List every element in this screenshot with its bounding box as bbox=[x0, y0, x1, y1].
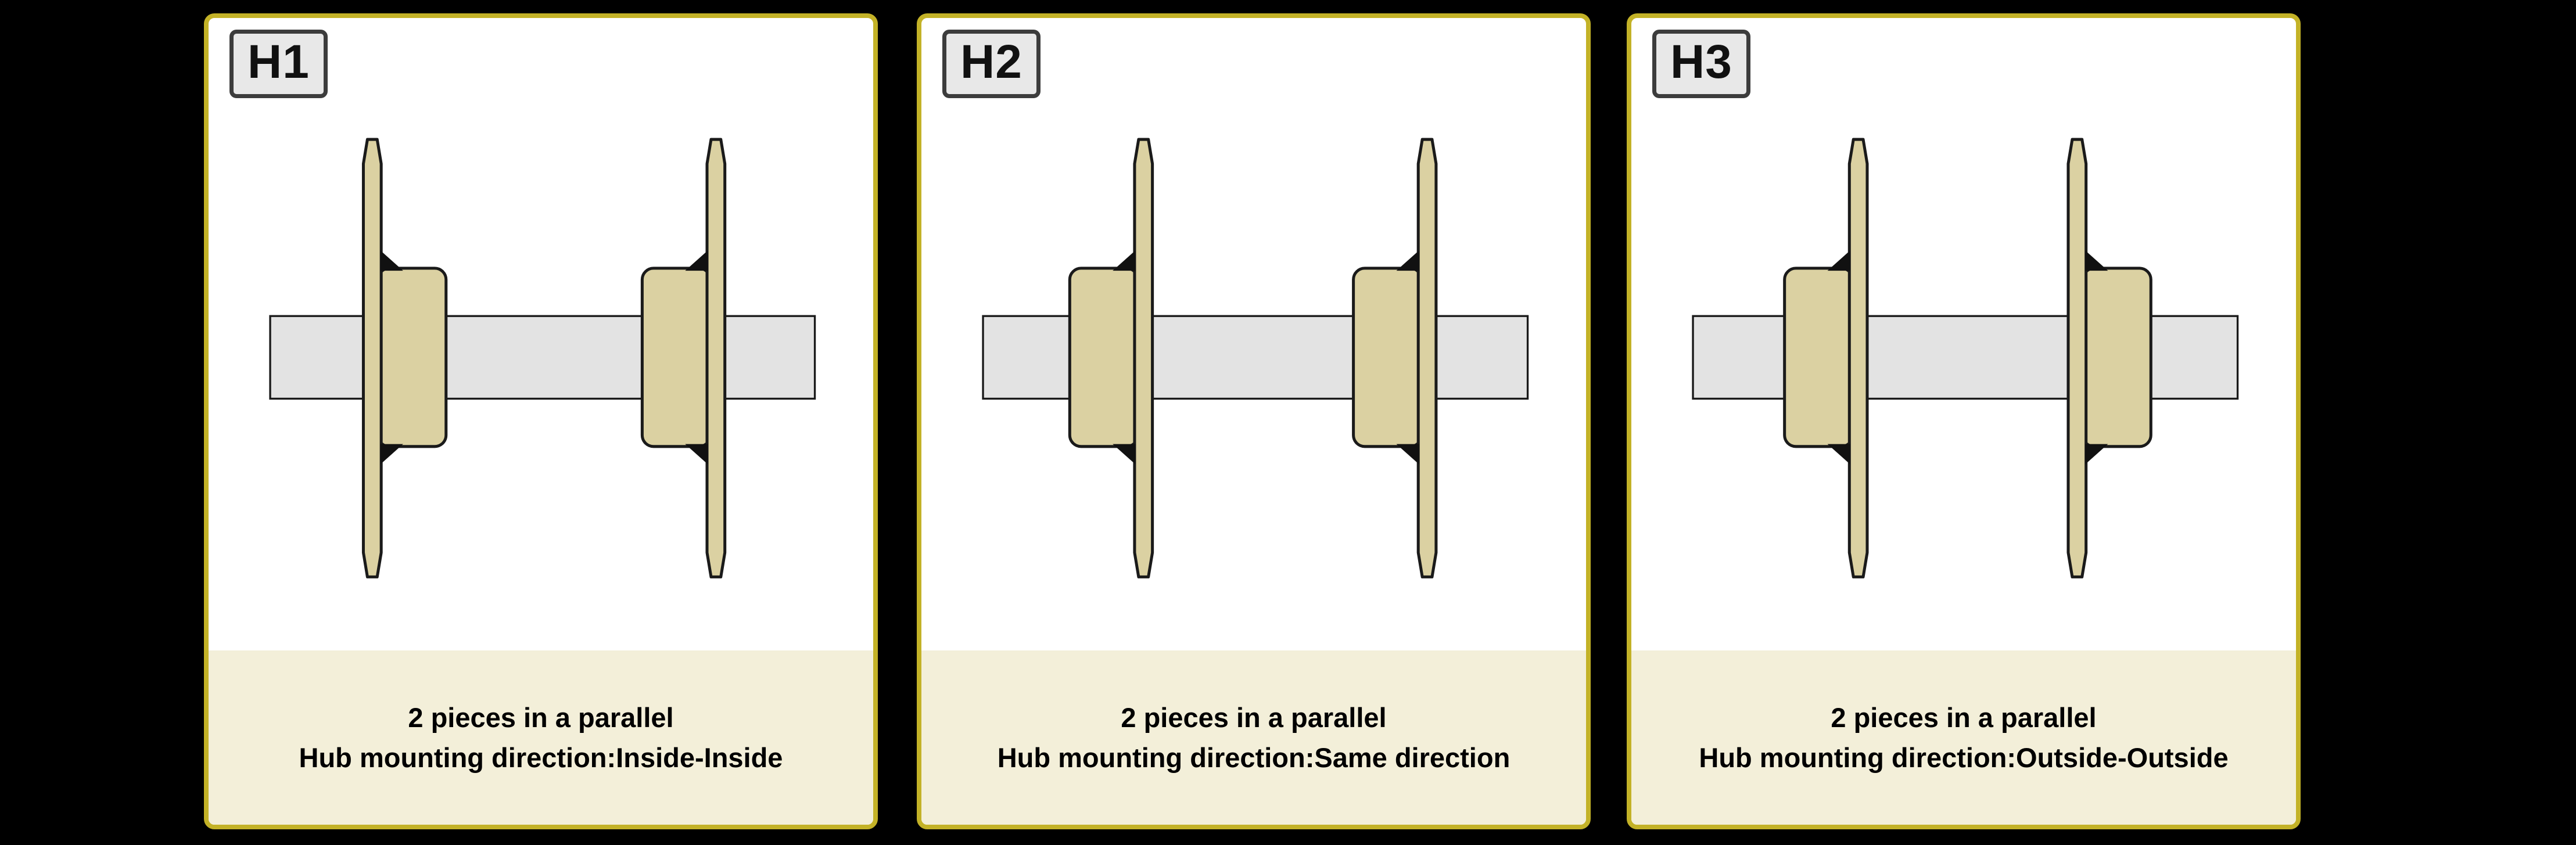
caption-line-1: 2 pieces in a parallel bbox=[1831, 702, 2097, 733]
hub bbox=[640, 267, 712, 448]
hub bbox=[1068, 267, 1140, 448]
sprocket-plate bbox=[705, 138, 727, 578]
sprocket-plate bbox=[1133, 138, 1154, 578]
caption-line-1: 2 pieces in a parallel bbox=[408, 702, 674, 733]
caption: 2 pieces in a parallel Hub mounting dire… bbox=[1631, 650, 2296, 825]
hub-fillet-top bbox=[2085, 250, 2108, 271]
diagram-wrap bbox=[921, 117, 1586, 619]
sprocket-plate bbox=[1847, 138, 1869, 578]
hub-fillet-bottom bbox=[1113, 444, 1136, 465]
diagram-wrap bbox=[1631, 117, 2296, 619]
hub-fillet-bottom bbox=[380, 444, 403, 465]
hub-fillet-top bbox=[685, 250, 708, 271]
panel-h1: H1 2 pieces in a parallel Hub mounting d… bbox=[204, 13, 878, 829]
panel-h2: H2 2 pieces in a parallel Hub mounting d… bbox=[917, 13, 1591, 829]
hub bbox=[1352, 267, 1423, 448]
hub bbox=[376, 267, 448, 448]
shaft bbox=[269, 315, 816, 400]
panel-h3: H3 2 pieces in a parallel Hub mounting d… bbox=[1627, 13, 2301, 829]
panel-badge: H3 bbox=[1652, 30, 1750, 99]
caption: 2 pieces in a parallel Hub mounting dire… bbox=[921, 650, 1586, 825]
panel-badge: H2 bbox=[942, 30, 1041, 99]
caption-line-2: Hub mounting direction:Same direction bbox=[997, 742, 1511, 773]
sprocket-diagram bbox=[982, 138, 1529, 578]
sprocket-plate bbox=[1416, 138, 1438, 578]
caption-line-2: Hub mounting direction:Inside-Inside bbox=[299, 742, 783, 773]
hub-fillet-top bbox=[380, 250, 403, 271]
caption: 2 pieces in a parallel Hub mounting dire… bbox=[209, 650, 873, 825]
panel-badge: H1 bbox=[229, 30, 328, 99]
caption-line-1: 2 pieces in a parallel bbox=[1121, 702, 1387, 733]
diagram-wrap bbox=[209, 117, 873, 619]
hub-fillet-top bbox=[1113, 250, 1136, 271]
hub bbox=[1783, 267, 1854, 448]
shaft bbox=[1692, 315, 2239, 400]
caption-line-2: Hub mounting direction:Outside-Outside bbox=[1699, 742, 2229, 773]
hub-fillet-bottom bbox=[2085, 444, 2108, 465]
shaft bbox=[982, 315, 1529, 400]
hub bbox=[2081, 267, 2152, 448]
sprocket-plate bbox=[361, 138, 383, 578]
sprocket-plate bbox=[2066, 138, 2088, 578]
sprocket-diagram bbox=[269, 138, 816, 578]
sprocket-diagram bbox=[1692, 138, 2239, 578]
